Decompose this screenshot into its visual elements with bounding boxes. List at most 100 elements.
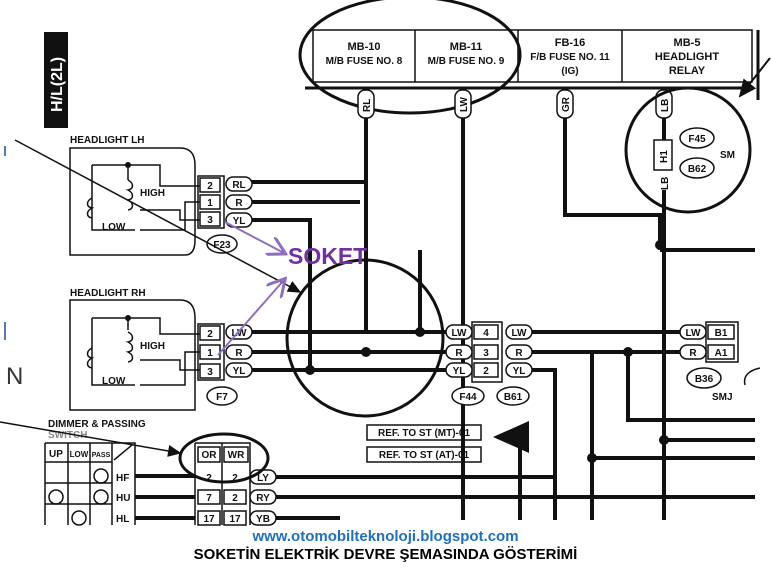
pin: 2 <box>232 493 238 504</box>
fuse-id: FB-16 <box>555 37 586 49</box>
wire-tag: YL <box>233 366 246 377</box>
wire-tag: R <box>515 348 523 359</box>
connector-id: F23 <box>213 240 231 251</box>
dimmer-row: HU <box>116 493 130 504</box>
wire-tag: GR <box>561 96 572 112</box>
wire-tag: R <box>455 348 463 359</box>
relay-detail: H1 LB F45 B62 SM <box>624 86 752 214</box>
switch-connector: OR WR 2 2 7 2 17 17 LY RY YB <box>178 432 755 526</box>
wire-tag: YB <box>256 514 270 525</box>
fuse-box-header: MB-10 M/B FUSE NO. 8 MB-11 M/B FUSE NO. … <box>305 29 760 100</box>
fuse-id: MB-11 <box>450 41 482 53</box>
section-tab-label: H/L(2L) <box>49 57 66 112</box>
dimmer-row: HF <box>116 473 129 484</box>
ref-label: REF. TO ST (MT)-01 <box>378 428 470 439</box>
pin: 4 <box>483 328 489 339</box>
wire-tag: LW <box>459 96 470 112</box>
dimmer-switch: DIMMER & PASSING SWITCH UP LOW PASS HF H… <box>44 419 195 526</box>
pin: 1 <box>207 348 213 359</box>
connector-col: WR <box>228 450 245 461</box>
wire-tag: LB <box>660 99 671 112</box>
pin: 2 <box>483 366 489 377</box>
wire-tag: LW <box>686 328 702 339</box>
fuse-label: M/B FUSE NO. 8 <box>326 56 403 67</box>
wire-tag: LW <box>512 328 528 339</box>
headlight-title: HEADLIGHT LH <box>70 135 144 146</box>
wire-tag: LW <box>232 328 248 339</box>
socket-highlight-circle <box>285 258 445 418</box>
dimmer-row: HL <box>116 514 129 525</box>
pin: 2 <box>206 473 212 484</box>
socket-arrow <box>217 280 284 356</box>
highlight-circle <box>298 0 522 115</box>
connector-id: F44 <box>459 392 477 403</box>
side-letter: N <box>6 363 23 390</box>
connector-col: OR <box>202 450 218 461</box>
fuse-sub: RELAY <box>669 65 706 77</box>
unit-label: SMJ <box>712 392 733 403</box>
socket-arrow <box>224 221 284 253</box>
wire-tag: RL <box>362 99 373 112</box>
relay-unit: SM <box>720 150 735 161</box>
pin: 3 <box>207 367 213 378</box>
wire-tag: LW <box>452 328 468 339</box>
wire-tag: R <box>235 348 243 359</box>
connector-id: F7 <box>216 392 228 403</box>
dimmer-col: PASS <box>92 452 111 459</box>
pointer-arrow <box>0 421 182 457</box>
blog-url[interactable]: www.otomobilteknoloji.blogspot.com <box>252 528 519 545</box>
dimmer-col: UP <box>49 449 63 460</box>
low-label: LOW <box>102 376 126 387</box>
fuse-id: MB-10 <box>347 41 380 53</box>
wire-tag: YL <box>453 366 466 377</box>
caption: SOKETİN ELEKTRİK DEVRE ŞEMASINDA GÖSTERİ… <box>193 546 578 563</box>
fuse-sub: (IG) <box>561 66 578 77</box>
right-connector: B1 A1 LW R B36 SMJ <box>679 321 761 403</box>
fuse-label: F/B FUSE NO. 11 <box>530 52 610 63</box>
relay-wire: LB <box>660 177 671 190</box>
headlight-lh: HEADLIGHT LH HIGH LOW 2 1 3 RL R YL F23 <box>69 135 360 370</box>
connector-id: B61 <box>504 392 523 403</box>
wire-tag: RY <box>256 493 270 504</box>
fuse-id: MB-5 <box>674 37 701 49</box>
relay-pin: H1 <box>659 150 670 163</box>
pin: 2 <box>207 181 213 192</box>
dimmer-title: DIMMER & PASSING <box>48 419 146 430</box>
pin: 3 <box>483 348 489 359</box>
pin: 2 <box>232 473 238 484</box>
high-label: HIGH <box>140 341 165 352</box>
connector-id: B36 <box>695 374 714 385</box>
wire-tag: R <box>689 348 697 359</box>
pointer-arrow <box>738 57 771 98</box>
headlight-title: HEADLIGHT RH <box>70 288 146 299</box>
fuse-label: HEADLIGHT <box>655 51 719 63</box>
pin: B1 <box>715 328 728 339</box>
pin: 17 <box>229 514 241 525</box>
wire-tag: YL <box>233 216 246 227</box>
pin: 7 <box>206 493 212 504</box>
wire-tag: LY <box>257 473 269 484</box>
pointer-arrow <box>14 139 302 293</box>
wire-tag: R <box>235 198 243 209</box>
socket-label: SOKET <box>288 243 367 269</box>
dimmer-title-cont: SWITCH <box>48 430 87 441</box>
connector-id: B62 <box>688 164 707 175</box>
pin: 2 <box>207 329 213 340</box>
pin: A1 <box>715 348 728 359</box>
pin: 1 <box>207 198 213 209</box>
pin: 17 <box>203 514 215 525</box>
wire-tag: YL <box>513 366 526 377</box>
dimmer-col: LOW <box>70 450 89 459</box>
ref-label: REF. TO ST (AT)-01 <box>379 450 470 461</box>
wire-tag: RL <box>232 180 245 191</box>
reference-boxes: REF. TO ST (MT)-01 REF. TO ST (AT)-01 <box>366 421 529 520</box>
section-tab <box>44 32 68 128</box>
headlight-rh: HEADLIGHT RH HIGH LOW 2 1 3 F7 <box>69 288 238 411</box>
low-label: LOW <box>102 222 126 233</box>
connector-id: F45 <box>688 134 706 145</box>
mid-connector: 4 3 2 LW R YL LW R YL F44 B61 <box>445 321 533 406</box>
pin: 3 <box>207 215 213 226</box>
high-label: HIGH <box>140 188 165 199</box>
fuse-label: M/B FUSE NO. 9 <box>428 56 505 67</box>
